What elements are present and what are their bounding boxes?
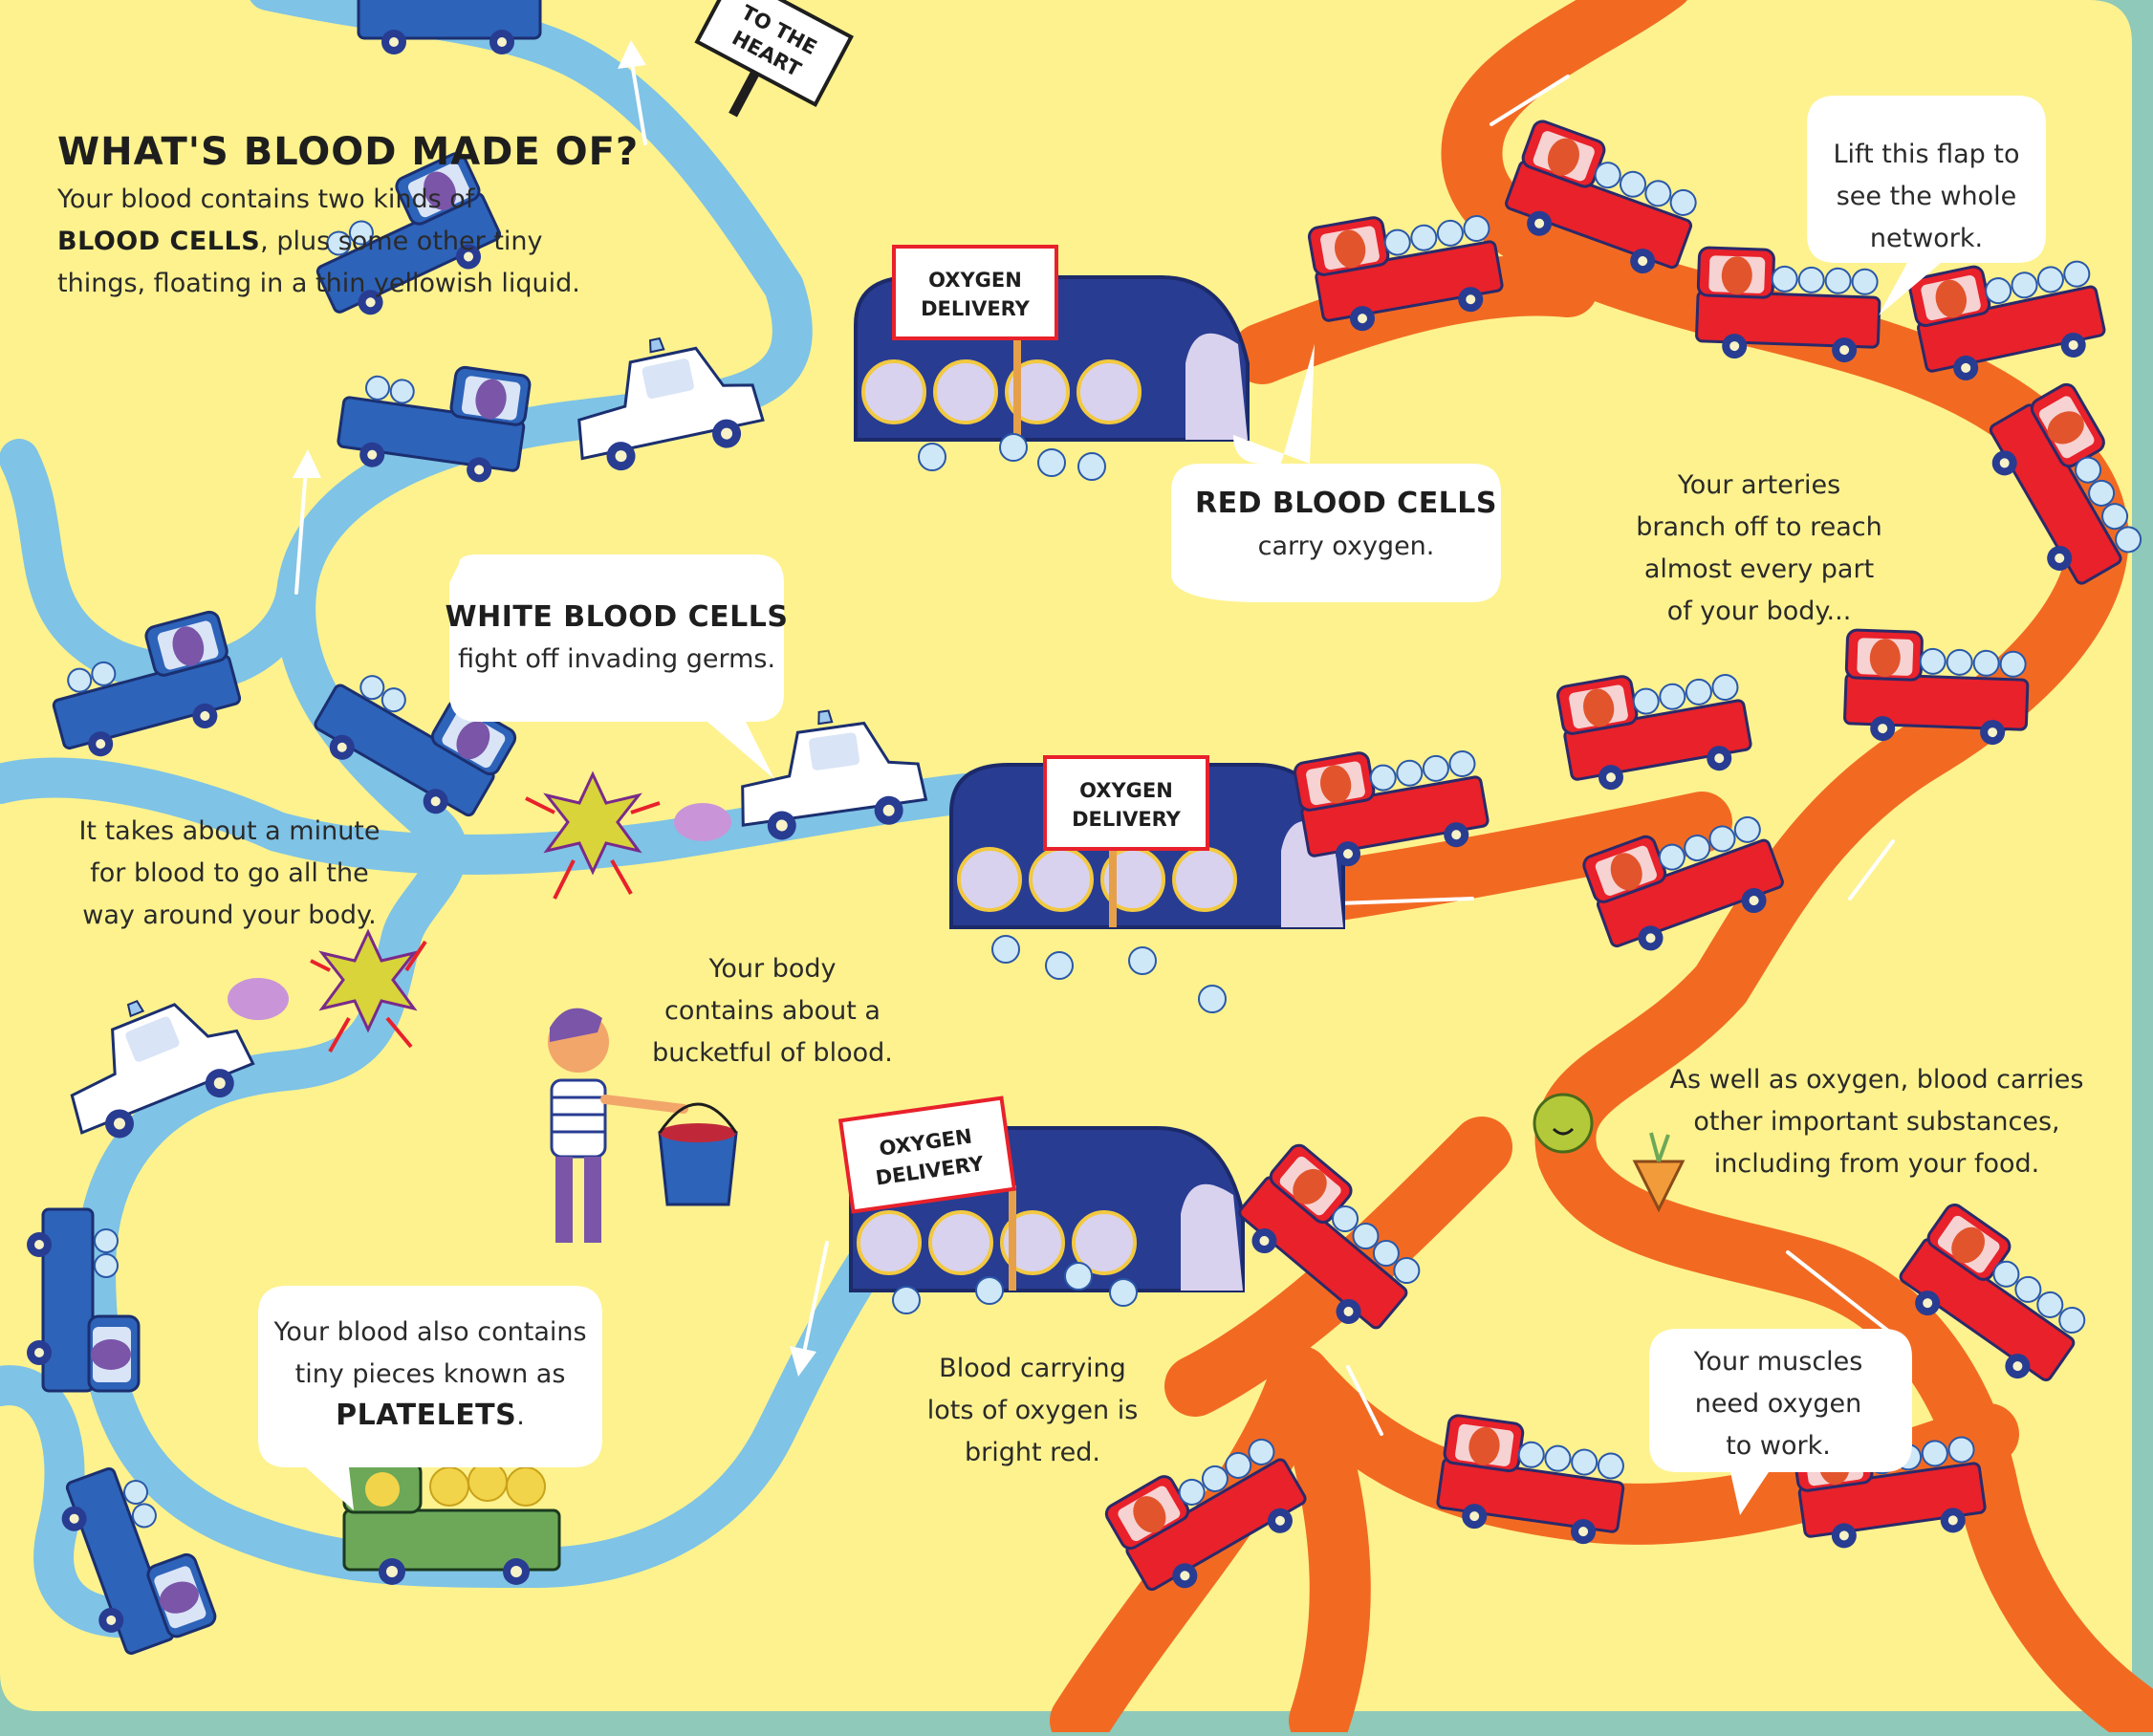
muscles-bubble: Your muscles need oxygen to work. xyxy=(1649,1329,1912,1515)
oxygen-sign-line1: OXYGEN xyxy=(1079,779,1173,802)
germ-cloud xyxy=(674,803,731,841)
note-bucket: Your body contains about a bucketful of … xyxy=(652,954,893,1068)
intro-line2: BLOOD CELLS, plus some other tiny xyxy=(57,227,543,256)
red-cells-bubble: RED BLOOD CELLS carry oxygen. xyxy=(1171,344,1501,602)
bucket-icon xyxy=(658,1102,738,1206)
red-cells-text: carry oxygen. xyxy=(1258,532,1435,561)
white-cells-bubble: WHITE BLOOD CELLS fight off invading ger… xyxy=(446,554,789,779)
flap-line1: Lift this flap to xyxy=(1834,140,2020,169)
platelets-line2: tiny pieces known as xyxy=(295,1359,566,1389)
note-line: bucketful of blood. xyxy=(652,1038,893,1068)
note-line: contains about a xyxy=(664,996,881,1026)
germ xyxy=(525,770,661,900)
food-character-carrot xyxy=(1632,1132,1685,1213)
intro-line1: Your blood contains two kinds of xyxy=(56,184,476,214)
oxygen-sign-line2: DELIVERY xyxy=(1072,808,1182,831)
note-line: It takes about a minute xyxy=(78,816,380,846)
white-cells-text: fight off invading germs. xyxy=(458,644,775,674)
platelets-line3: PLATELETS. xyxy=(336,1399,525,1432)
note-bright-red: Blood carrying lots of oxygen is bright … xyxy=(927,1354,1139,1467)
red-cells-title: RED BLOOD CELLS xyxy=(1195,487,1497,520)
note-line: Blood carrying xyxy=(939,1354,1126,1383)
note-line: way around your body. xyxy=(82,901,377,930)
germ-cloud xyxy=(228,978,289,1020)
white-cells-group xyxy=(892,433,1227,1314)
intro-line2-rest: , plus some other tiny xyxy=(260,227,542,256)
note-line: bright red. xyxy=(965,1438,1100,1467)
page-title: WHAT'S BLOOD MADE OF? xyxy=(57,130,639,174)
note-line: including from your food. xyxy=(1714,1149,2040,1179)
muscles-line2: need oxygen xyxy=(1695,1389,1862,1419)
flap-line2: see the whole xyxy=(1837,182,2017,211)
note-substances: As well as oxygen, blood carries other i… xyxy=(1670,1065,2084,1179)
platelets-period: . xyxy=(516,1401,525,1431)
oxygen-delivery-sign-3: OXYGEN DELIVERY xyxy=(837,1096,1017,1214)
intro-bold: BLOOD CELLS xyxy=(57,227,260,256)
flap-line3: network. xyxy=(1870,224,1983,253)
green-platelet-truck xyxy=(342,1461,561,1585)
oxygen-delivery-sign-2: OXYGEN DELIVERY xyxy=(1043,755,1209,851)
platelets-bubble: Your blood also contains tiny pieces kno… xyxy=(258,1286,602,1510)
note-line: other important substances, xyxy=(1693,1107,2059,1137)
oxygen-delivery-sign-1: OXYGEN DELIVERY xyxy=(892,245,1058,340)
note-line: Your body xyxy=(708,954,837,984)
note-line: As well as oxygen, blood carries xyxy=(1670,1065,2084,1095)
note-line: almost every part xyxy=(1644,554,1874,584)
oxygen-sign-line1: OXYGEN xyxy=(928,269,1022,292)
note-line: for blood to go all the xyxy=(90,858,368,888)
note-minute: It takes about a minute for blood to go … xyxy=(78,816,380,930)
platelets-line1: Your blood also contains xyxy=(272,1317,586,1347)
person-with-bucket xyxy=(548,1008,688,1243)
note-line: branch off to reach xyxy=(1636,512,1881,542)
muscles-line1: Your muscles xyxy=(1693,1347,1863,1377)
intro-line3: things, floating in a thin yellowish liq… xyxy=(57,269,580,298)
note-arteries: Your arteries branch off to reach almost… xyxy=(1636,470,1881,626)
note-line: Your arteries xyxy=(1677,470,1840,500)
germ xyxy=(310,928,427,1052)
note-line: of your body... xyxy=(1667,597,1852,626)
white-cells-title: WHITE BLOOD CELLS xyxy=(446,600,789,634)
oxygen-sign-line2: DELIVERY xyxy=(921,297,1031,320)
platelets-bold: PLATELETS xyxy=(336,1399,516,1432)
flap-bubble: Lift this flap to see the whole network. xyxy=(1807,96,2046,315)
note-line: lots of oxygen is xyxy=(927,1396,1139,1425)
food-character-apple xyxy=(1533,1093,1594,1154)
muscles-line3: to work. xyxy=(1726,1431,1831,1461)
